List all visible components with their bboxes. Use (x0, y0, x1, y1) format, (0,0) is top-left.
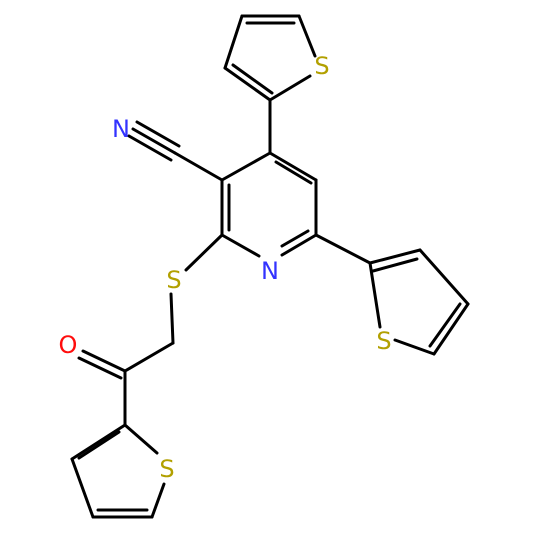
bond (135, 120, 181, 148)
bond (274, 160, 313, 185)
bond (268, 74, 312, 102)
pyridine-nitrogen-label: N (261, 257, 279, 285)
bond (173, 151, 224, 182)
bond (70, 423, 127, 461)
bond (268, 151, 318, 182)
bond (314, 233, 372, 265)
bond (77, 430, 121, 460)
bond (220, 233, 261, 258)
bond (231, 63, 274, 95)
bond (371, 257, 419, 273)
bond (127, 134, 173, 162)
bond (297, 14, 317, 58)
bond (428, 302, 462, 348)
thioether-sulfur-label: S (166, 266, 181, 294)
sulfur-atom-label: S (376, 327, 391, 355)
bond (123, 423, 159, 455)
bond (220, 151, 272, 182)
bond (432, 302, 470, 356)
bond (280, 229, 310, 248)
bond (169, 292, 175, 345)
carbonyl-oxygen-label: O (59, 331, 78, 359)
bond (150, 482, 166, 519)
bond (77, 356, 123, 380)
bond (131, 127, 177, 155)
nitrile-nitrogen-label: N (112, 115, 130, 143)
bond (280, 233, 318, 257)
bond (223, 66, 272, 102)
atom-labels: S N N S S O S (59, 52, 392, 483)
bond (368, 248, 422, 265)
bond (223, 14, 244, 70)
sulfur-atom-label: S (314, 52, 329, 80)
bond (368, 261, 382, 329)
bond (393, 338, 436, 356)
bond (70, 457, 95, 519)
bond (123, 341, 175, 373)
bond (184, 233, 224, 272)
bond (81, 349, 127, 373)
bond (418, 248, 470, 306)
bonds (70, 14, 470, 519)
sulfur-atom-label: S (159, 455, 174, 483)
